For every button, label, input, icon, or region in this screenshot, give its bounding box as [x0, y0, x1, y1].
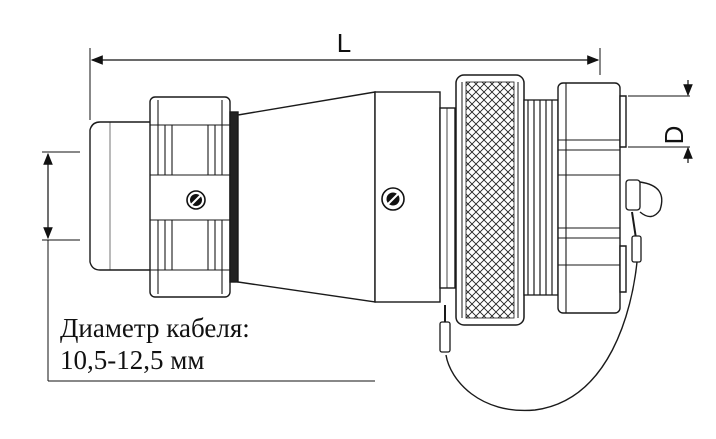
diameter-label: D	[659, 126, 689, 145]
body-screw-icon	[381, 187, 405, 211]
dimension-cable	[42, 151, 375, 382]
lanyard	[439, 179, 663, 412]
collar	[439, 107, 456, 289]
dimension-length: L	[89, 28, 601, 120]
cable-diameter-label: Диаметр кабеля:	[60, 313, 250, 343]
conical-body	[237, 91, 376, 303]
thread	[523, 99, 559, 296]
length-label: L	[337, 28, 351, 58]
cable-sleeve	[89, 121, 155, 271]
knurled-coupling-ring	[455, 74, 525, 326]
cable-diameter-range: 10,5-12,5 мм	[60, 345, 205, 375]
dimension-diameter: D	[628, 80, 693, 163]
nut-screw-icon	[186, 190, 206, 210]
hex-flange	[557, 82, 627, 314]
